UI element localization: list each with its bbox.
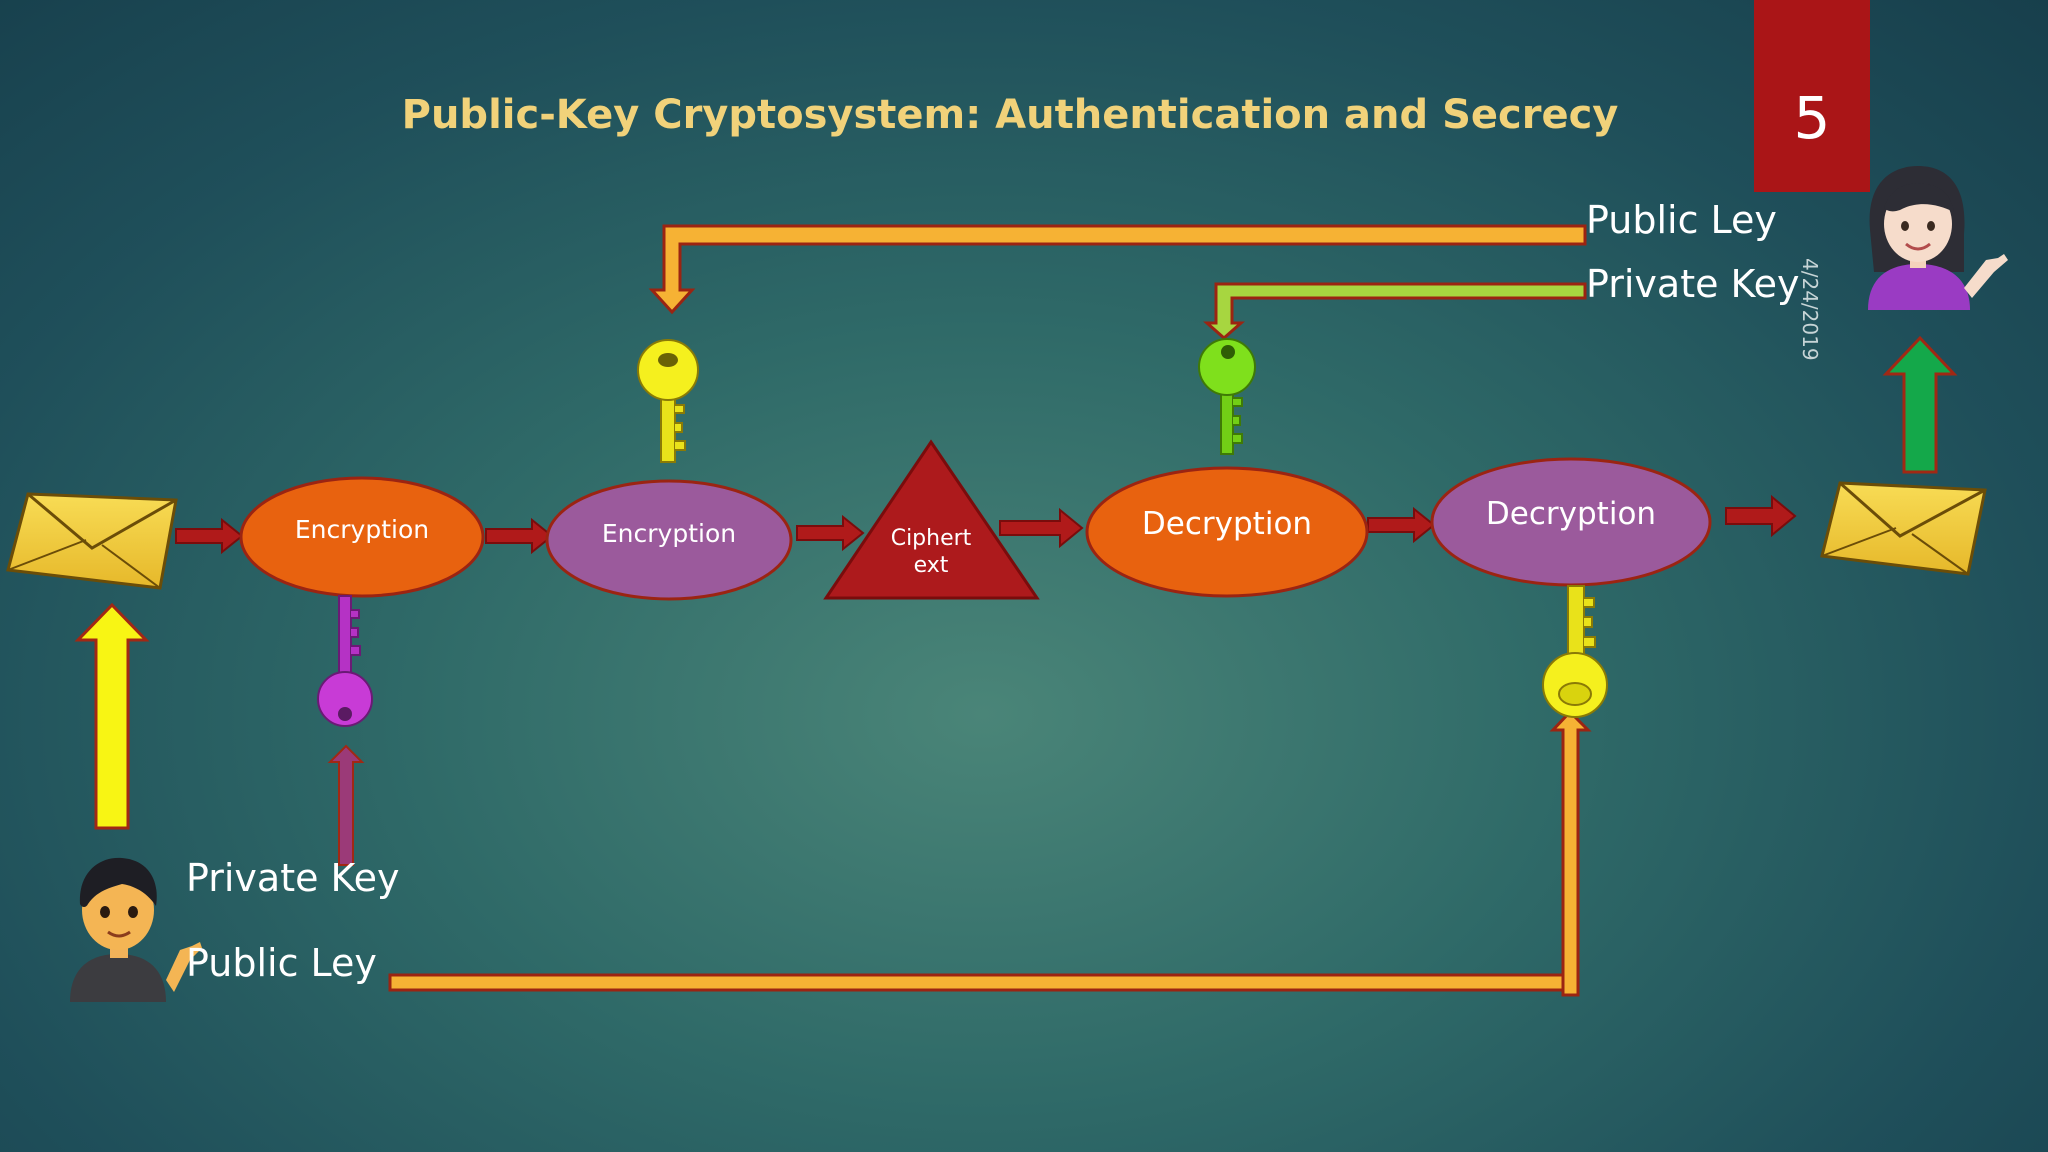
public-key-feedback-arrow — [648, 224, 1587, 315]
encryption-node-2 — [545, 479, 793, 601]
yellow-key-icon-bottom — [1542, 585, 1608, 718]
sender-person-icon — [70, 857, 202, 1002]
receiver-person-icon — [1868, 166, 2008, 310]
flow-arrow-2 — [485, 517, 554, 555]
slide-number-badge: 5 — [1754, 0, 1870, 192]
flow-arrow-4 — [999, 507, 1084, 549]
slide-date: 4/24/2019 — [1798, 258, 1822, 361]
encryption-node-2-label: Encryption — [601, 519, 737, 548]
receiver-public-key-label: Public Ley — [1586, 198, 1777, 242]
private-key-feedback-arrow — [1203, 282, 1587, 341]
decryption-node-1 — [1085, 466, 1369, 598]
encryption-node-1 — [239, 476, 485, 598]
yellow-key-icon-top — [637, 339, 699, 463]
sender-up-arrow — [74, 602, 150, 830]
flow-arrow-5 — [1367, 506, 1436, 544]
receiver-envelope-icon — [1820, 481, 1987, 576]
flow-arrow-1 — [175, 517, 244, 555]
slide-number: 5 — [1793, 84, 1831, 152]
ciphertext-node — [823, 439, 1040, 600]
green-key-icon — [1198, 338, 1256, 455]
decryption-node-2-label: Decryption — [1485, 496, 1657, 532]
ciphertext-label-line-1: Ciphert — [890, 526, 972, 551]
ciphertext-label-line-2: ext — [913, 553, 949, 578]
sender-private-key-label: Private Key — [186, 856, 400, 900]
sender-public-key-label: Public Ley — [186, 941, 377, 985]
decryption-node-1-label: Decryption — [1141, 506, 1313, 542]
encryption-node-1-label: Encryption — [294, 515, 430, 544]
flow-arrow-3 — [796, 514, 865, 552]
sender-envelope-icon — [6, 492, 178, 590]
magenta-key-icon — [317, 595, 373, 727]
receiver-up-arrow — [1882, 335, 1958, 474]
private-key-up-arrow — [327, 744, 365, 866]
flow-arrow-6 — [1725, 494, 1797, 538]
receiver-private-key-label: Private Key — [1586, 262, 1800, 306]
public-key-bottom-line — [388, 709, 1592, 997]
slide-title: Public-Key Cryptosystem: Authentication … — [401, 92, 1619, 138]
